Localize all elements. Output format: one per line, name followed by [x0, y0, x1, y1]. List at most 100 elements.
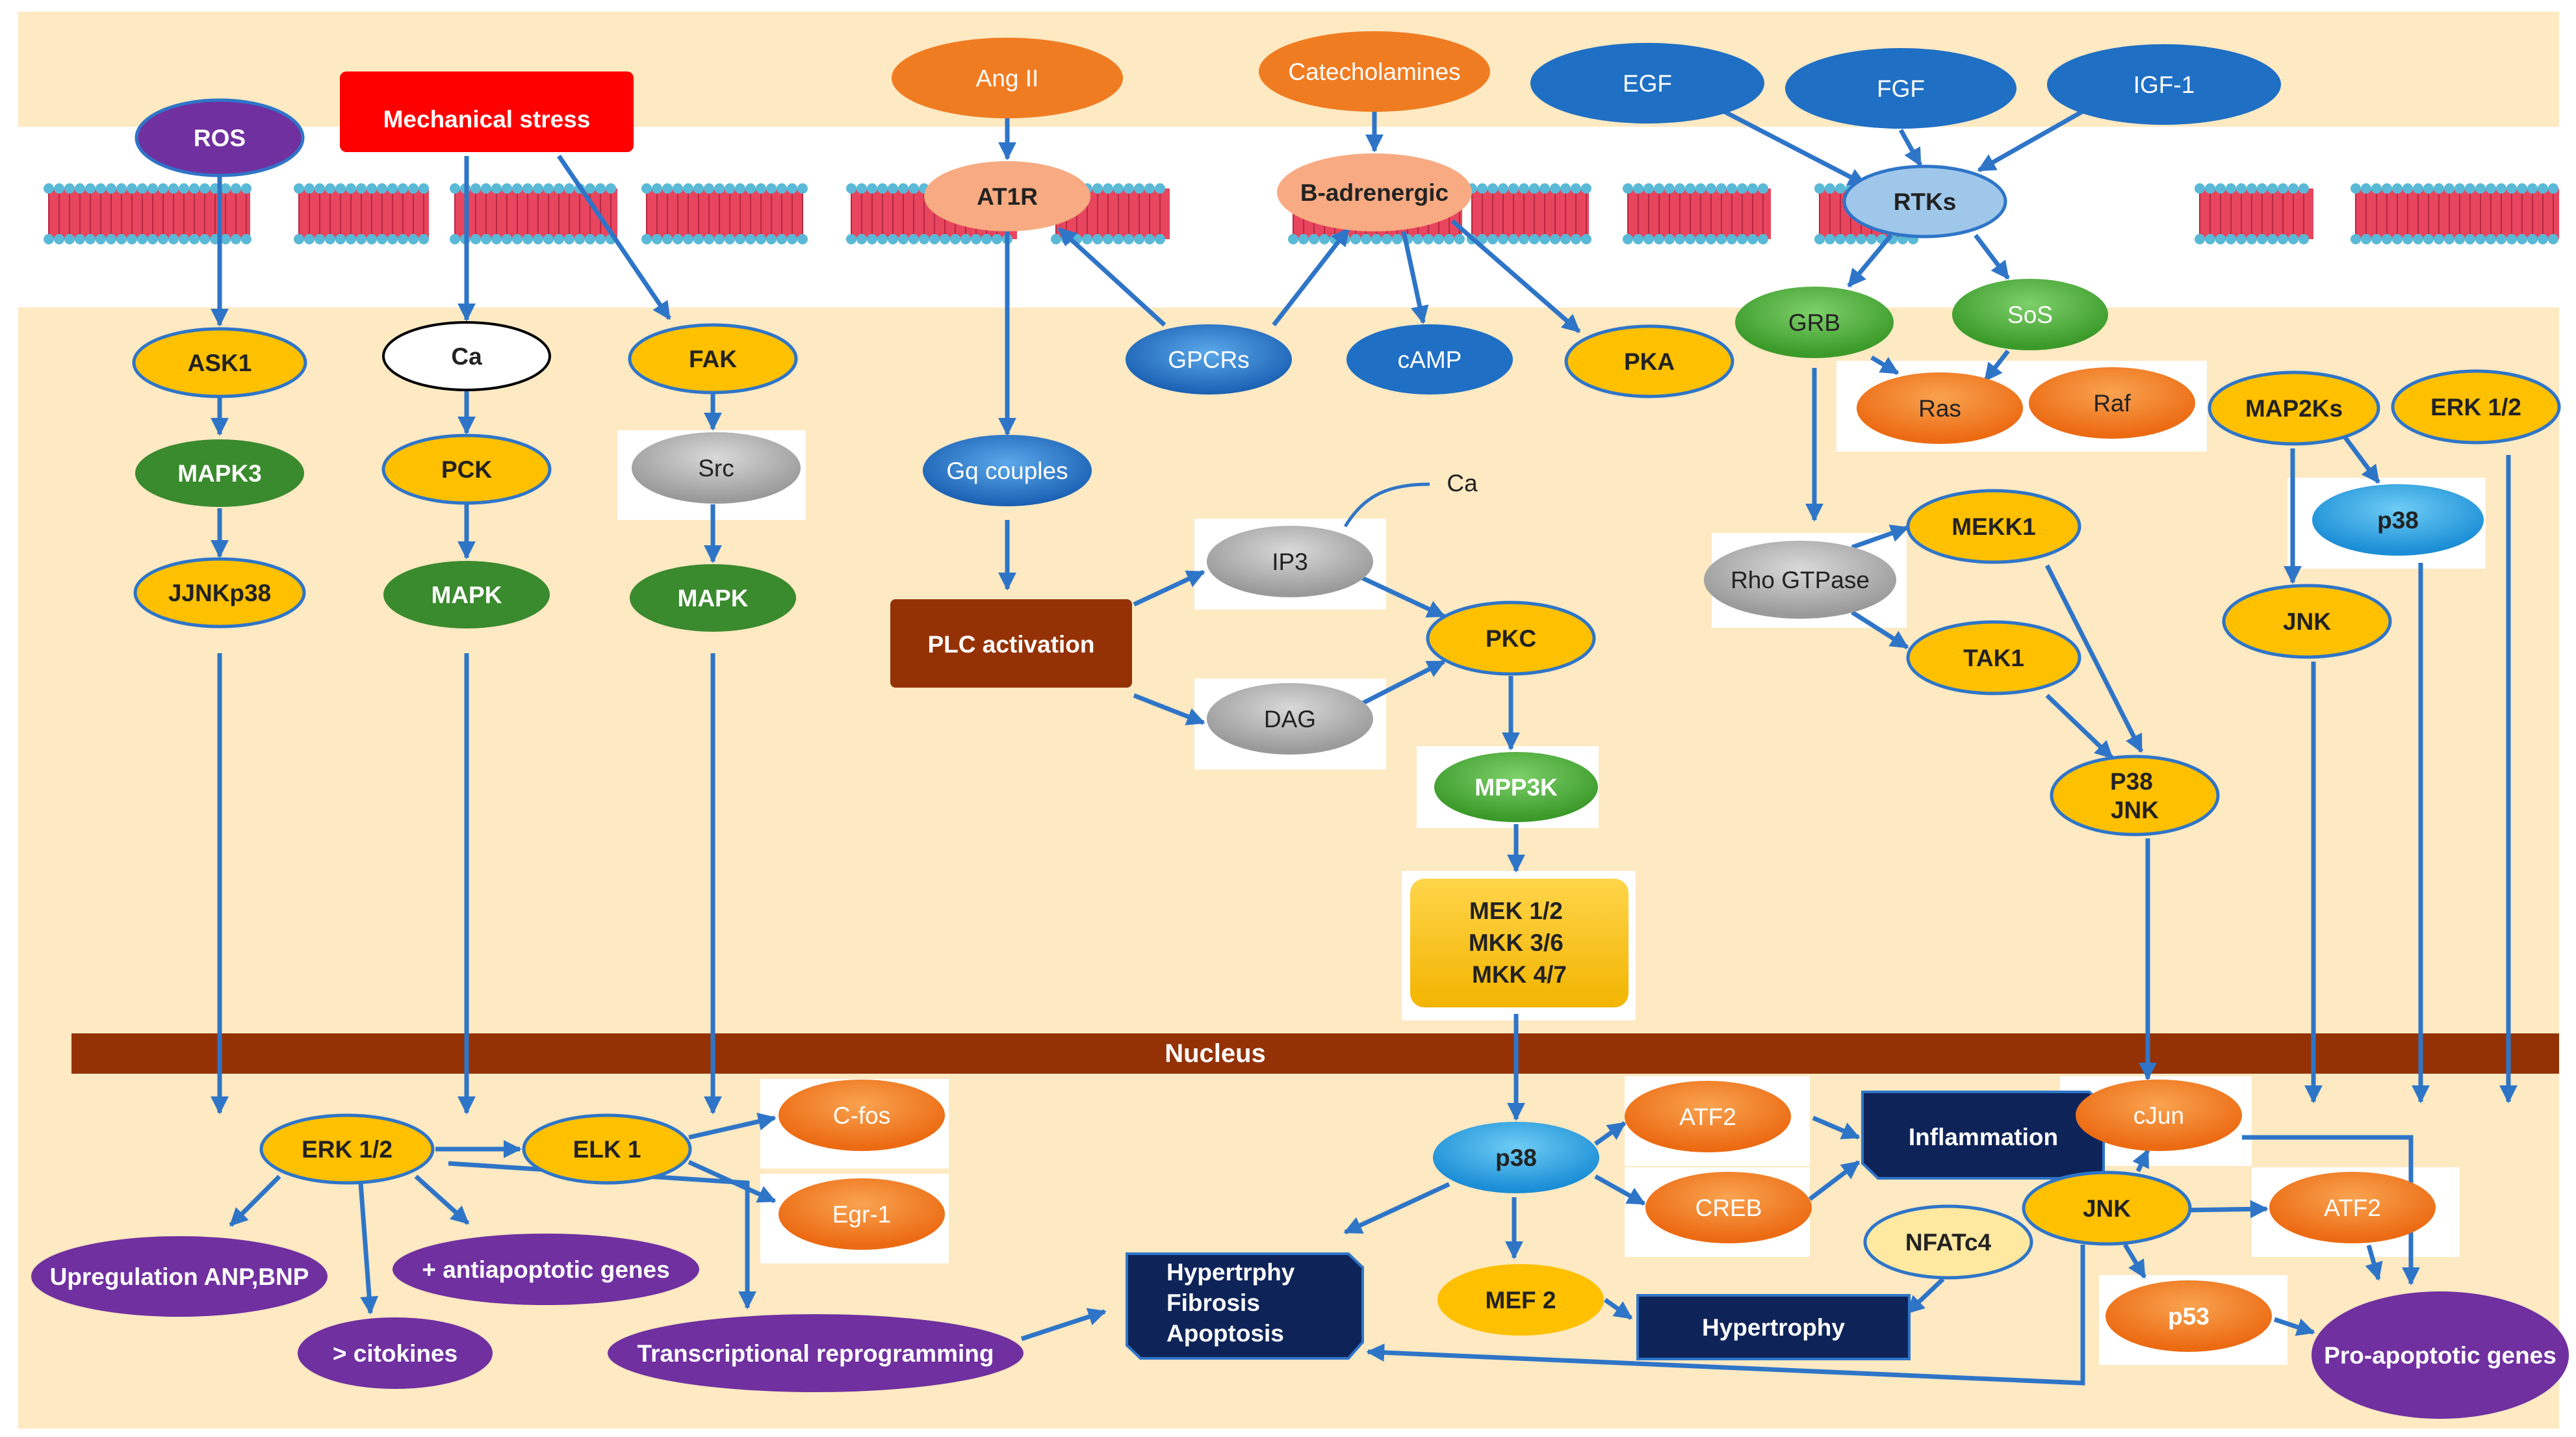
mef2-node [1437, 1264, 1604, 1336]
arrow [2132, 1148, 2150, 1172]
mapk3-node [135, 439, 304, 507]
arrow [1851, 524, 1909, 550]
mapk-label-a: MAPK [431, 582, 502, 608]
mek-mkk-node [1410, 879, 1629, 1007]
transcriptional-label: Transcriptional reprogramming [638, 1340, 994, 1367]
egr1-node [779, 1178, 945, 1250]
mpp3k-label: MPP3K [1475, 774, 1558, 801]
arrow [1721, 108, 1867, 187]
ca-connector [1343, 482, 1430, 528]
ras-node [1857, 372, 2023, 444]
mek-line-1: MEK 1/2 [1469, 898, 1563, 924]
ca-label: Ca [451, 343, 482, 370]
cjun-node [2076, 1080, 2242, 1151]
atf2-node-a [1625, 1081, 1791, 1152]
atf2-label-b: ATF2 [2324, 1195, 2381, 1221]
arrow [2183, 1200, 2269, 1219]
inflammation-label: Inflammation [1909, 1124, 2058, 1150]
jnk-top-label: JNK [2283, 608, 2331, 635]
raf-label: Raf [2093, 390, 2131, 417]
arrow [2045, 693, 2114, 760]
at1r-node [924, 161, 1090, 231]
mechanical-stress-node [340, 71, 634, 152]
p38-jnk-line-1: P38 [2110, 768, 2153, 795]
fak-node [628, 323, 798, 395]
nfatc4-node [1863, 1204, 2033, 1280]
nucleus-label: Nucleus [1165, 1039, 1266, 1068]
src-label: Src [698, 455, 734, 482]
arrows [211, 101, 2518, 1386]
ras-label: Ras [1918, 395, 1961, 422]
jjnkp38-label: JJNKp38 [168, 580, 271, 606]
arrow [1057, 227, 1166, 327]
pkc-label: PKC [1486, 625, 1536, 652]
arrow [1401, 231, 1429, 324]
arrow [1272, 227, 1350, 327]
rho-gtpase-label: Rho GTPase [1731, 567, 1870, 593]
mek-line-3: MKK 4/7 [1472, 961, 1567, 988]
p53-node [2106, 1280, 2272, 1352]
cfos-node [779, 1080, 945, 1151]
erk12-top-label: ERK 1/2 [2430, 394, 2521, 421]
nucleus-bar [71, 1033, 2559, 1074]
jnk-nuclear-node [2022, 1171, 2192, 1246]
egf-label: EGF [1623, 70, 1672, 97]
plc-activation-label: PLC activation [928, 631, 1095, 658]
at1r-label: AT1R [977, 183, 1038, 210]
b-adrenergic-node [1277, 153, 1472, 231]
ip3-node [1207, 526, 1373, 597]
proapoptotic-label: Pro-apoptotic genes [2324, 1342, 2557, 1369]
arrow [1808, 1160, 1861, 1201]
proapoptotic-node [2312, 1291, 2569, 1419]
arrow [229, 1174, 281, 1227]
arrow [1020, 1308, 1107, 1341]
transcriptional-node [608, 1314, 1024, 1392]
arrow [1983, 349, 2010, 382]
mpp3k-node [1434, 752, 1598, 822]
arrow [688, 1112, 777, 1140]
hfa-label: Hypertrphy Fibrosis Apoptosis [1166, 1259, 1302, 1347]
arrow [2365, 1245, 2383, 1281]
plc-activation-node [890, 599, 1132, 688]
citokines-label: > citokines [333, 1340, 457, 1367]
arrow [1343, 1182, 1450, 1235]
arrow [1905, 1277, 1945, 1315]
egf-node [1530, 43, 1764, 123]
arrow [1847, 233, 1893, 288]
pka-label: PKA [1624, 348, 1675, 375]
sos-node [1952, 279, 2108, 350]
pck-label: PCK [441, 456, 492, 483]
mef2-label: MEF 2 [1486, 1287, 1556, 1314]
antiapoptotic-node [393, 1234, 699, 1305]
ros-label: ROS [194, 125, 246, 151]
mapk3-label: MAPK3 [177, 460, 262, 487]
arrow [1594, 1174, 1646, 1206]
grb-node [1735, 287, 1894, 358]
arrow [1366, 1245, 2085, 1386]
gq-couples-node [923, 435, 1092, 506]
arrow [1870, 355, 1900, 376]
gpcrs-label: GPCRs [1168, 346, 1249, 373]
p38-top-label: p38 [2377, 507, 2419, 534]
arrow [2273, 1317, 2315, 1336]
dag-label: DAG [1264, 706, 1316, 732]
p38-nuclear-label: p38 [1495, 1145, 1537, 1171]
atf2-label-a: ATF2 [1679, 1104, 1736, 1130]
arrow [1898, 129, 1923, 167]
pck-node [381, 434, 552, 505]
erk12-top-node [2391, 369, 2561, 445]
ip3-label: IP3 [1272, 549, 1308, 575]
arrow [1133, 569, 1205, 607]
map2ks-node [2208, 370, 2380, 446]
elk1-node [522, 1113, 692, 1185]
arrow [1603, 1298, 1633, 1320]
arrow [2122, 1243, 2147, 1279]
jnk-top-node [2222, 584, 2392, 659]
erk12-nuclear-label: ERK 1/2 [302, 1136, 393, 1163]
igf1-node [2047, 44, 2281, 125]
arrow [557, 155, 671, 320]
mapk-label-b: MAPK [678, 585, 749, 612]
mek-mkk-label: MEK 1/2 MKK 3/6 MKK 4/7 [1469, 898, 1570, 988]
mek-line-2: MKK 3/6 [1469, 929, 1564, 956]
